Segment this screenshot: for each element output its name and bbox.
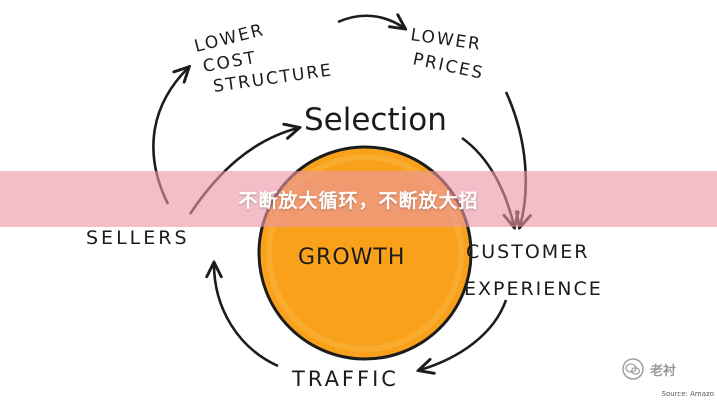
source-caption: Source: Amazo (661, 390, 714, 398)
arrow-cost-to-prices (337, 16, 404, 28)
growth-highlight (266, 154, 464, 352)
label-selection: Selection (304, 102, 447, 138)
watermark: 老衬 (622, 358, 676, 380)
arrow-customer-to-traffic (420, 299, 508, 370)
title-banner: 不断放大循环，不断放大招 (0, 171, 717, 227)
banner-title: 不断放大循环，不断放大招 (238, 189, 479, 212)
label-traffic: TRAFFIC (291, 367, 399, 391)
label-growth: GROWTH (298, 245, 405, 270)
label-experience: EXPERIENCE (464, 278, 603, 300)
wechat-icon (622, 358, 644, 380)
label-lower-prices-line2: PRICES (411, 49, 486, 84)
arrow-traffic-to-sellers (214, 264, 279, 368)
label-sellers: SELLERS (86, 227, 190, 249)
label-customer: CUSTOMER (466, 241, 589, 263)
watermark-text: 老衬 (650, 363, 677, 379)
